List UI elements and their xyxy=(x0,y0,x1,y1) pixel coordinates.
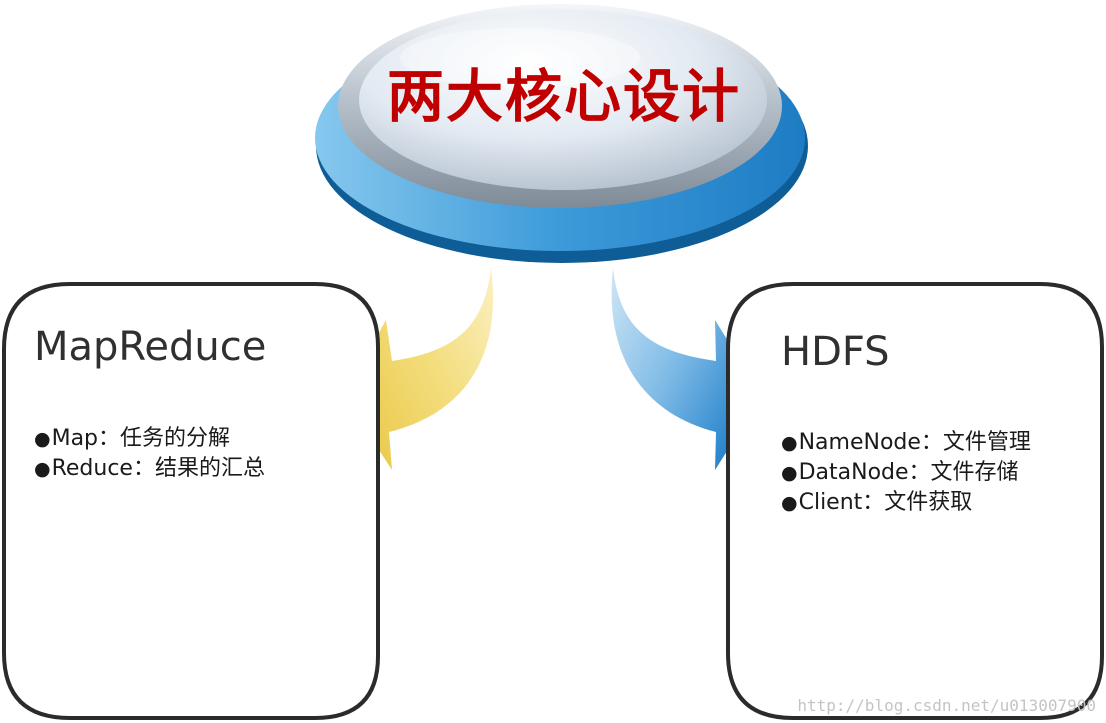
list-item: NameNode：文件管理 xyxy=(781,428,1031,458)
disk-highlight xyxy=(400,28,640,88)
left-arrow xyxy=(344,268,494,470)
left-box-border xyxy=(1,282,380,720)
mapreduce-title: MapReduce xyxy=(34,324,267,370)
list-item: Reduce：结果的汇总 xyxy=(34,454,265,484)
list-item: Map：任务的分解 xyxy=(34,424,265,454)
list-item: DataNode：文件存储 xyxy=(781,458,1031,488)
disk-top xyxy=(359,10,767,190)
watermark: http://blog.csdn.net/u013007900 xyxy=(797,696,1096,715)
hdfs-title: HDFS xyxy=(781,329,890,375)
list-item: Client：文件获取 xyxy=(781,488,1031,518)
right-arrow xyxy=(611,268,762,470)
mapreduce-list: Map：任务的分解 Reduce：结果的汇总 xyxy=(34,424,265,484)
hdfs-list: NameNode：文件管理 DataNode：文件存储 Client：文件获取 xyxy=(781,428,1031,518)
title-disk xyxy=(315,4,808,263)
diagram-title: 两大核心设计 xyxy=(387,64,741,130)
